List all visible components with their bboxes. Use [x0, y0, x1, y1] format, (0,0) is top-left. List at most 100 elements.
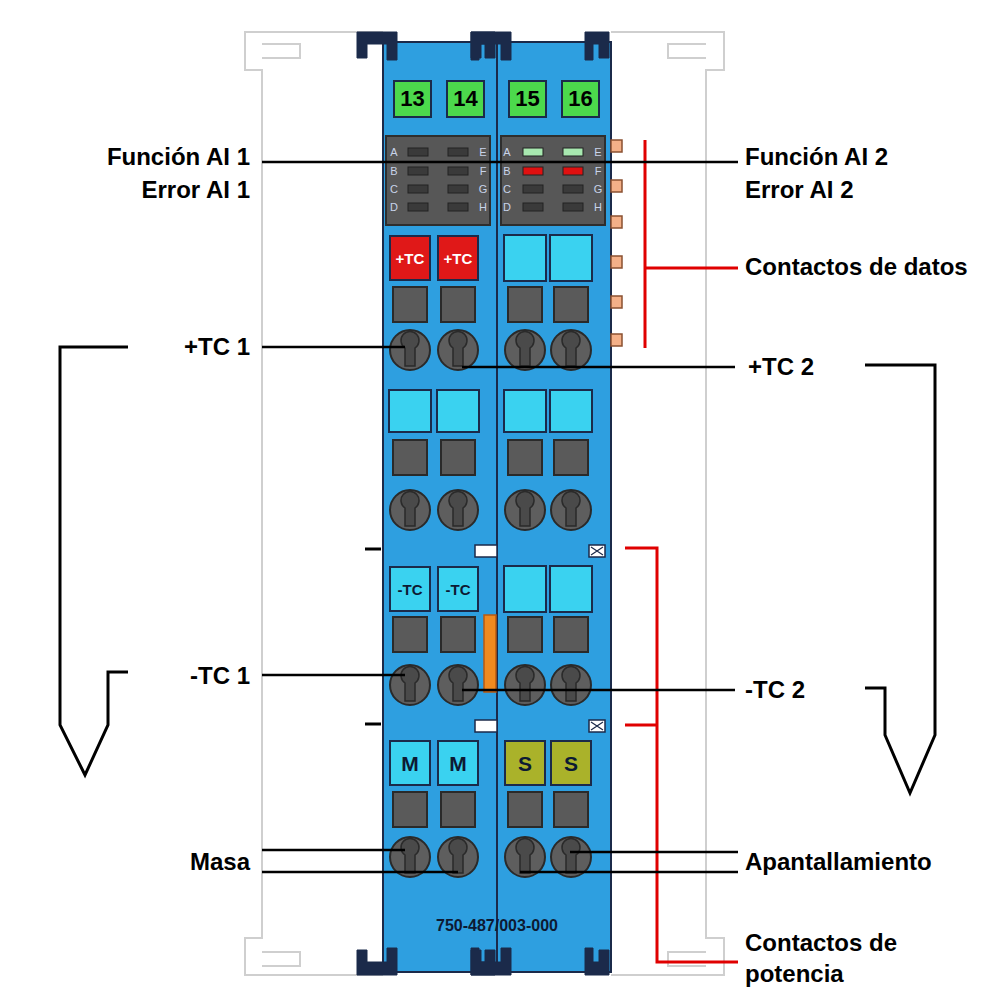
leader-line	[262, 850, 458, 872]
terminal-number: 14	[446, 80, 485, 118]
callout-label: Función AI 2	[745, 141, 888, 172]
status-led	[523, 148, 543, 156]
leader-line	[262, 161, 738, 164]
clamp-opening	[390, 330, 430, 370]
marker-box	[504, 235, 546, 281]
status-led	[448, 167, 468, 175]
keyhole-slot	[562, 492, 580, 526]
terminal-marker: -TC	[389, 566, 431, 612]
release-button	[441, 792, 475, 827]
power-contact-slot	[589, 545, 605, 557]
marker-text: 16	[568, 88, 592, 110]
release-button	[554, 792, 588, 827]
terminal-marker: S	[550, 740, 592, 786]
leader-line	[462, 366, 735, 369]
data-contacts-bracket	[645, 140, 738, 348]
power-jumper-slot	[475, 720, 497, 732]
marker-box	[437, 390, 479, 432]
signal-label: +TC 2	[748, 351, 814, 382]
callout-label: Error AI 2	[745, 174, 853, 205]
marker-box	[504, 566, 546, 612]
release-button	[508, 440, 542, 475]
power-contact-mark	[591, 722, 603, 730]
keyhole-slot	[449, 332, 467, 366]
status-led	[563, 167, 583, 175]
status-led	[563, 148, 583, 156]
led-letter: F	[595, 164, 602, 178]
release-button	[393, 617, 427, 652]
locking-hook	[585, 32, 609, 60]
led-letter: B	[503, 164, 510, 178]
locking-hook	[357, 948, 397, 975]
terminal-marker: S	[504, 740, 546, 786]
thermocouple-1	[60, 347, 128, 775]
clamp-opening	[505, 490, 545, 530]
signal-label: -TC 2	[745, 674, 805, 705]
release-button	[508, 617, 542, 652]
led-letter: F	[480, 164, 487, 178]
led-letter: H	[479, 200, 487, 214]
status-led	[408, 167, 428, 175]
status-led	[563, 203, 583, 211]
power-jumper-slot	[475, 545, 497, 557]
terminal-number: 13	[393, 80, 432, 118]
led-letter: A	[503, 145, 510, 159]
release-button	[554, 440, 588, 475]
release-button	[393, 792, 427, 827]
rail-hook	[262, 44, 300, 58]
status-led	[523, 203, 543, 211]
marking-tick	[365, 723, 381, 726]
led-letter: G	[479, 182, 488, 196]
status-led	[408, 203, 428, 211]
marker-text: +TC	[444, 251, 473, 266]
marker-box	[389, 390, 431, 432]
release-button	[554, 617, 588, 652]
keyhole-slot	[401, 839, 419, 873]
keyhole-slot	[449, 667, 467, 701]
status-led	[448, 185, 468, 193]
locking-hook	[357, 32, 397, 60]
status-led	[523, 167, 543, 175]
module-body	[383, 42, 497, 972]
led-letter: E	[594, 145, 601, 159]
locking-hook	[585, 948, 609, 975]
keyhole-slot	[516, 839, 534, 873]
thermocouple-2	[865, 365, 935, 793]
keyhole-slot	[449, 492, 467, 526]
data-contact	[611, 334, 622, 346]
signal-label: -TC 1	[190, 660, 250, 691]
rail-hook	[668, 952, 706, 966]
terminal-marker: M	[389, 740, 431, 786]
clamp-opening	[390, 490, 430, 530]
data-contact	[611, 140, 622, 152]
clamp-opening	[551, 490, 591, 530]
leader-line	[520, 852, 738, 872]
leader-line	[462, 689, 735, 692]
marker-box	[504, 390, 546, 432]
terminal-marker: +TC	[437, 235, 479, 281]
marker-text: 15	[515, 88, 539, 110]
marker-text: S	[518, 753, 532, 774]
leader-line	[262, 346, 405, 349]
status-led	[448, 203, 468, 211]
led-letter: A	[390, 145, 397, 159]
callout-label: Contactos de datos	[745, 251, 968, 282]
clamp-opening	[505, 665, 545, 705]
release-button	[554, 287, 588, 322]
terminal-marker: -TC	[437, 566, 479, 612]
locking-hook	[471, 948, 511, 975]
keyhole-slot	[516, 332, 534, 366]
part-number: 750-487/003-000	[436, 916, 558, 937]
led-letter: G	[594, 182, 603, 196]
clamp-opening	[438, 665, 478, 705]
status-led	[408, 148, 428, 156]
status-led	[523, 185, 543, 193]
neighbour-module-outline	[245, 32, 383, 975]
power-contact-mark	[591, 547, 603, 555]
clamp-opening	[551, 665, 591, 705]
release-button	[508, 792, 542, 827]
neighbour-module-outline	[611, 32, 724, 975]
keyhole-slot	[516, 492, 534, 526]
power-contact-slot	[589, 720, 605, 732]
